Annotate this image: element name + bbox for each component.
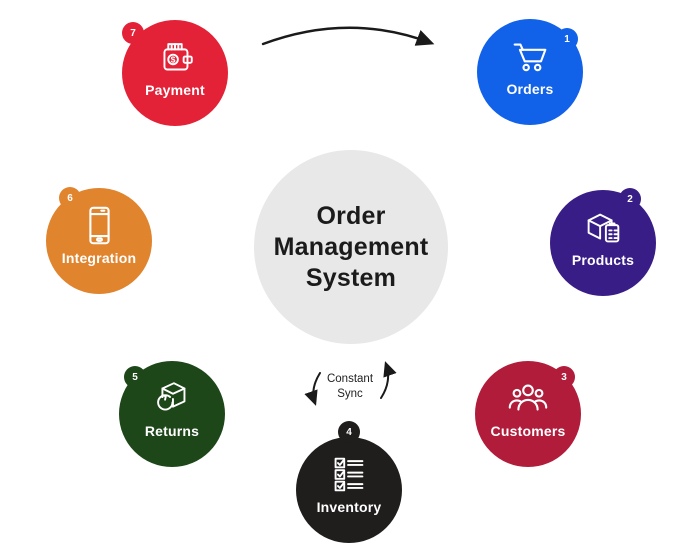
customers-group-icon	[505, 376, 551, 422]
constant-sync-arrows	[304, 361, 397, 406]
node-label-returns: Returns	[144, 423, 200, 439]
wallet-icon: $	[152, 35, 198, 81]
step-badge-inventory: 4	[338, 421, 360, 443]
smartphone-icon	[76, 203, 122, 249]
node-label-products: Products	[571, 252, 635, 268]
step-badge-returns: 5	[124, 366, 146, 388]
node-label-payment: Payment	[145, 82, 205, 98]
node-products: 2 Products	[550, 188, 656, 296]
node-orders: 1 Orders	[477, 19, 583, 125]
products-circle: Products	[550, 190, 656, 296]
node-label-inventory: Inventory	[316, 499, 382, 515]
node-integration: 6 Integration	[46, 187, 152, 294]
package-return-icon	[149, 376, 195, 422]
shopping-cart-icon	[507, 34, 553, 80]
constant-sync-label: Constant Sync	[326, 373, 374, 400]
payment-circle: $ Payment	[122, 20, 228, 126]
svg-text:$: $	[171, 55, 176, 65]
step-badge-orders: 1	[556, 28, 578, 50]
node-label-orders: Orders	[506, 81, 554, 97]
center-hub-circle: Order Management System	[254, 150, 448, 344]
node-inventory: 4 Inventory	[296, 421, 402, 543]
inventory-circle: Inventory	[296, 437, 402, 543]
center-title: Order Management System	[273, 201, 429, 292]
node-label-integration: Integration	[61, 250, 137, 266]
node-payment: 7 $ Payment	[122, 20, 228, 126]
step-badge-payment: 7	[122, 22, 144, 44]
inventory-checklist-icon	[326, 452, 372, 498]
package-checklist-icon	[580, 205, 626, 251]
node-customers: 3 Customers	[475, 361, 581, 467]
step-badge-customers: 3	[553, 366, 575, 388]
step-badge-integration: 6	[59, 187, 81, 209]
node-returns: 5 Returns	[119, 361, 225, 467]
step-badge-products: 2	[619, 188, 641, 210]
payment-to-orders-arrow	[261, 26, 435, 46]
node-label-customers: Customers	[490, 423, 566, 439]
